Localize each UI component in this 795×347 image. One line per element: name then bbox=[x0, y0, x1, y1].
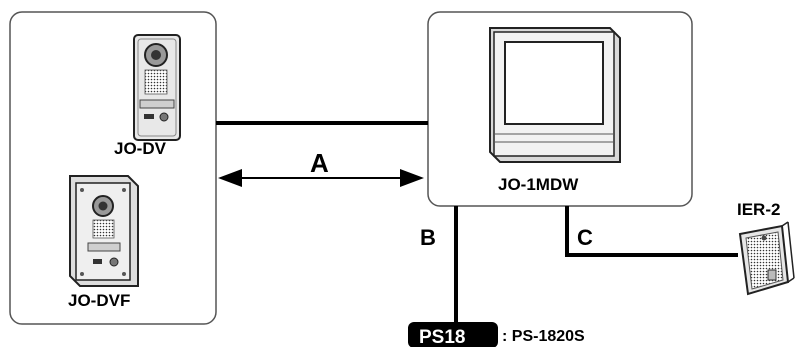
ier-2-label: IER-2 bbox=[737, 200, 780, 219]
ps18-badge-label: PS18 bbox=[419, 327, 465, 347]
jo-dv-door-station-icon bbox=[133, 34, 181, 141]
jo-dvf-label: JO-DVF bbox=[68, 291, 130, 310]
wire-label-a: A bbox=[310, 148, 329, 178]
arrow-a bbox=[218, 169, 424, 187]
wire-c bbox=[565, 206, 738, 257]
wire-label-b: B bbox=[420, 225, 436, 250]
jo-1mdw-label: JO-1MDW bbox=[498, 175, 579, 194]
power-supply-model: : PS-1820S bbox=[502, 328, 585, 345]
ier-2-chime-icon bbox=[738, 221, 795, 296]
jo-dvf-door-station-icon bbox=[69, 175, 139, 287]
jo-dv-label: JO-DV bbox=[114, 139, 167, 158]
jo-1mdw-monitor-icon bbox=[489, 27, 621, 163]
wire-label-c: C bbox=[577, 225, 593, 250]
ps18-badge bbox=[408, 322, 498, 347]
